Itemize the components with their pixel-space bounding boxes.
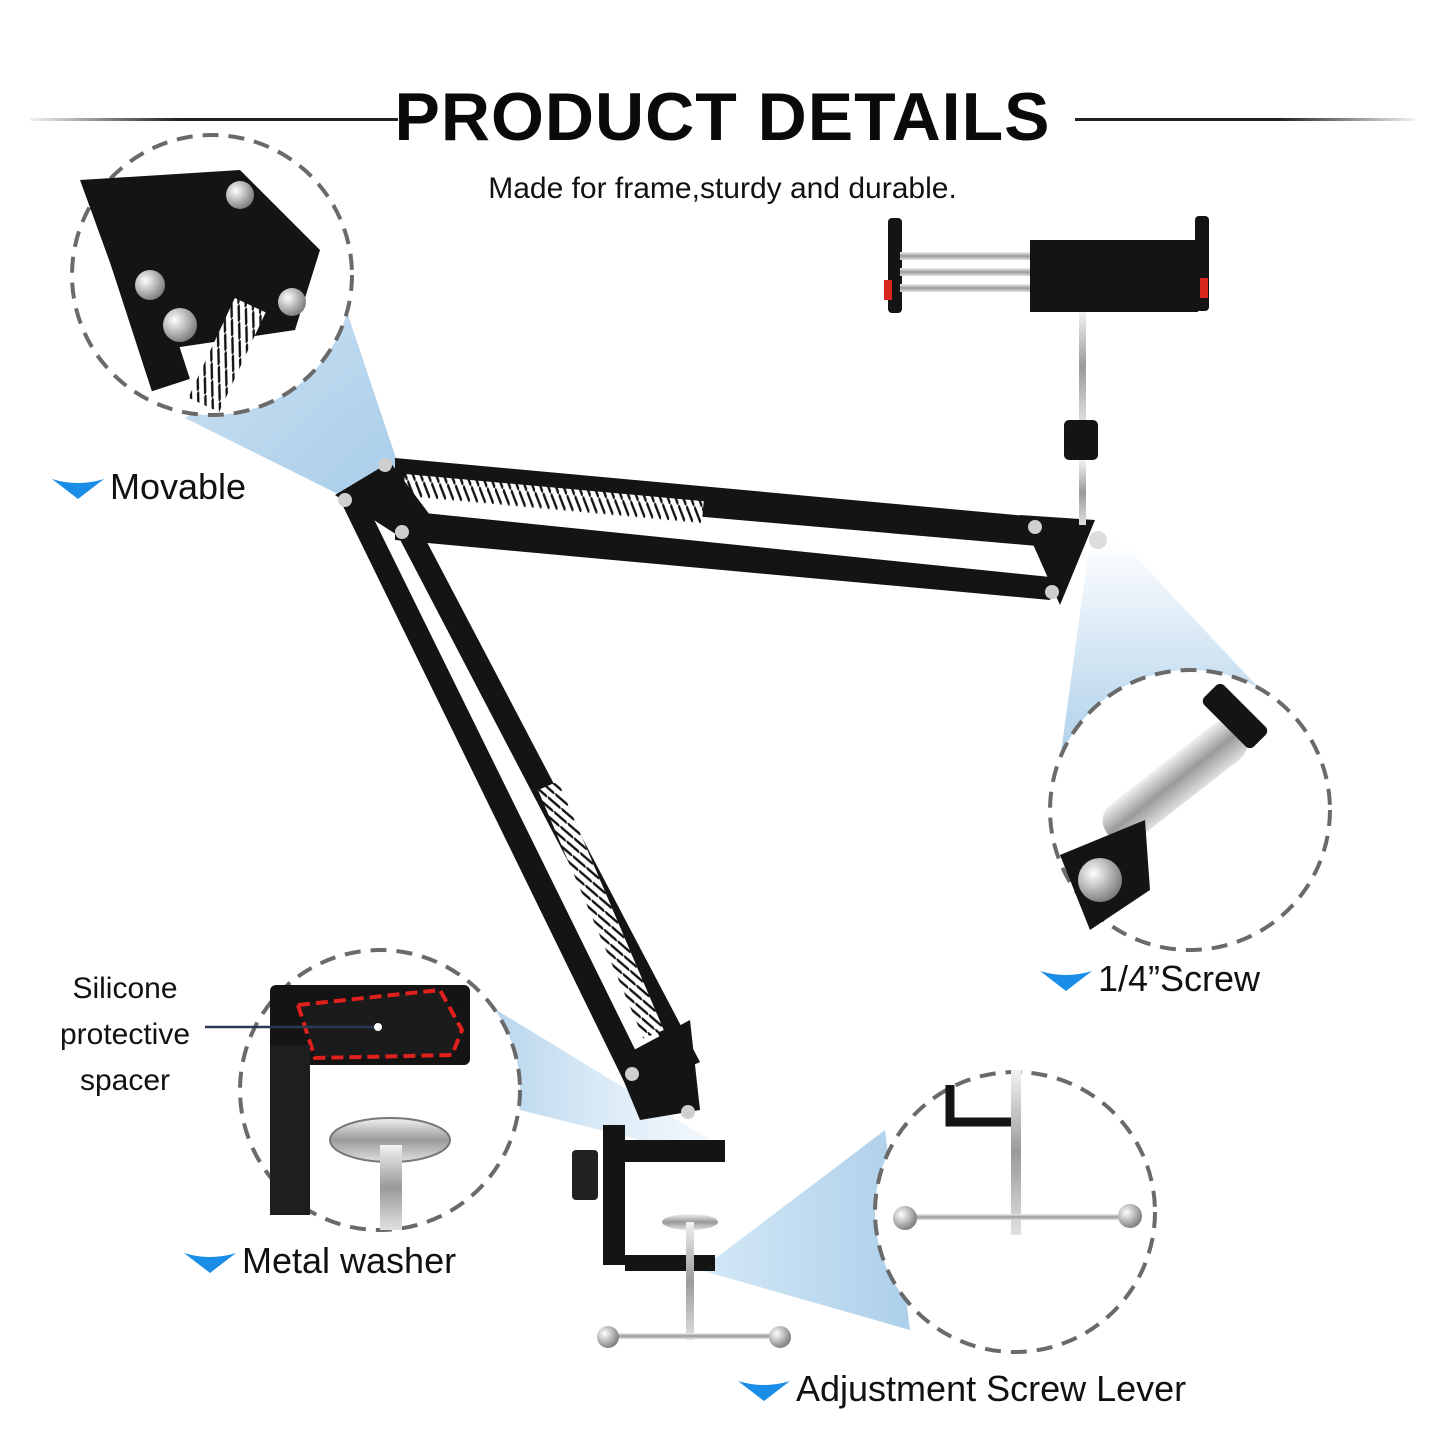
detail-movable <box>70 133 354 417</box>
callout-washer: Metal washer <box>184 1240 456 1282</box>
callout-silicone-line3: spacer <box>79 1064 171 1097</box>
detail-washer <box>205 948 522 1232</box>
callout-lever: Adjustment Screw Lever <box>738 1368 1186 1410</box>
chevron-down-icon <box>52 479 104 500</box>
page-title: PRODUCT DETAILS <box>394 79 1051 155</box>
callout-silicone-line2: protective <box>59 1018 191 1051</box>
chevron-down-icon <box>1040 971 1092 992</box>
callout-silicone-line1: Silicone <box>72 972 178 1005</box>
beam-movable <box>185 315 400 505</box>
callout-movable-text: Movable <box>110 466 247 507</box>
callout-lever-text: Adjustment Screw Lever <box>796 1368 1187 1409</box>
callout-silicone: Silicone protective spacer <box>40 966 210 1104</box>
callout-movable: Movable <box>52 466 246 508</box>
page-subtitle: Made for frame,sturdy and durable. <box>488 172 957 205</box>
callout-washer-text: Metal washer <box>242 1240 457 1281</box>
callout-screw-text: 1/4”Screw <box>1098 958 1261 999</box>
detail-lever <box>873 1070 1157 1354</box>
header-rule-right <box>1075 118 1415 121</box>
detail-screw <box>1048 668 1332 952</box>
callout-screw: 1/4”Screw <box>1040 958 1260 1000</box>
header-rule-left <box>30 118 398 121</box>
beam-lever <box>700 1130 910 1330</box>
chevron-down-icon <box>738 1381 790 1402</box>
chevron-down-icon <box>184 1253 236 1274</box>
upper-arm <box>395 458 1107 605</box>
lower-arm <box>335 458 700 1120</box>
desk-clamp <box>572 1125 791 1348</box>
tablet-holder <box>884 216 1209 525</box>
